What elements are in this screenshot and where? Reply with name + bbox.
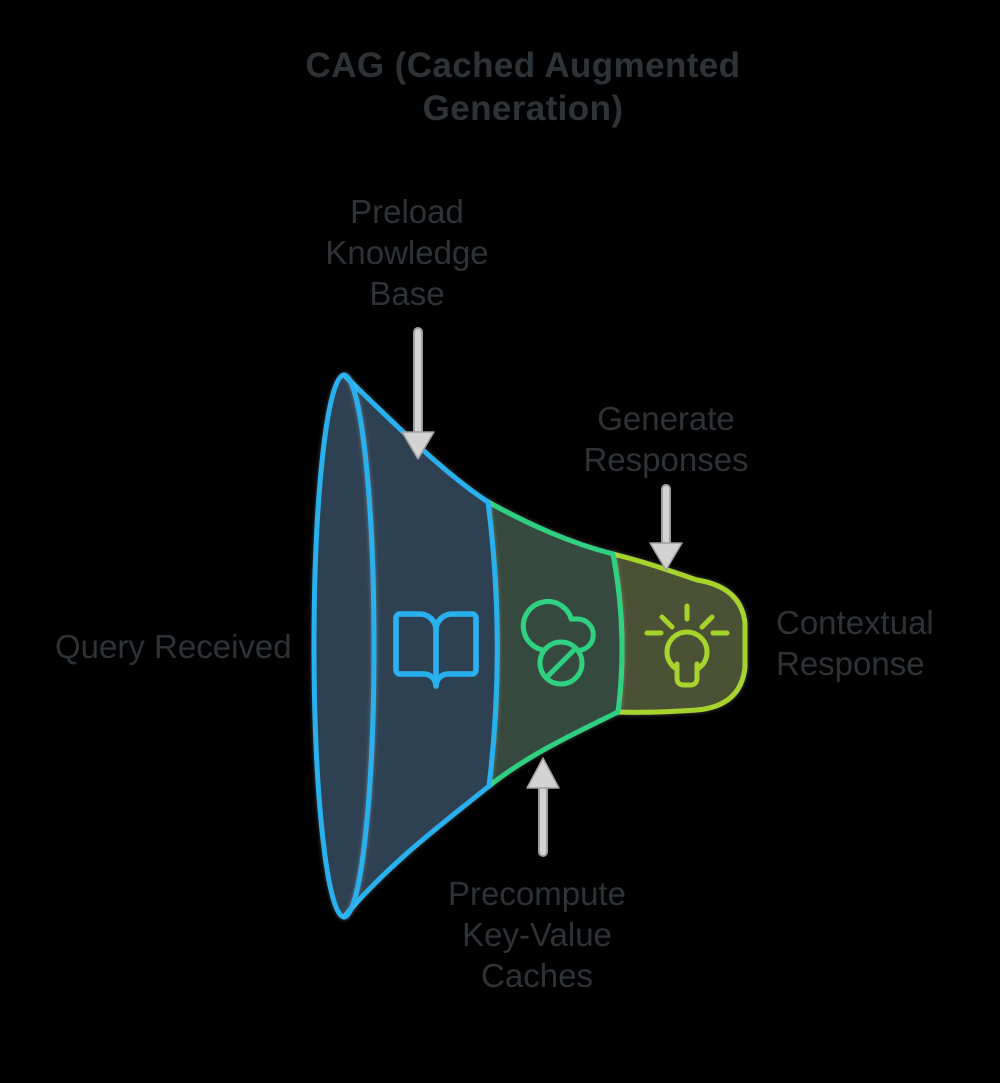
lightbulb-icon bbox=[644, 603, 730, 688]
precompute-arrow-up bbox=[526, 757, 560, 857]
stage-label-precompute: Precompute Key-Value Caches bbox=[448, 874, 626, 997]
funnel-stage-preload bbox=[311, 372, 500, 920]
stage-label-preload-line-3: Base bbox=[369, 274, 445, 312]
output-label-line-1: Contextual bbox=[776, 604, 934, 641]
stage-label-generate: Generate Responses bbox=[583, 399, 748, 481]
output-label-contextual-response: Contextual Response bbox=[776, 603, 934, 685]
generate-arrow-down bbox=[649, 484, 683, 571]
stage-label-precompute-line-1: Precompute bbox=[448, 875, 626, 912]
stage-label-generate-line-1: Generate bbox=[597, 400, 735, 437]
stage-label-precompute-line-2: Key-Value bbox=[462, 915, 612, 953]
input-label-query-received: Query Received bbox=[55, 628, 292, 665]
output-label-line-2: Response bbox=[776, 644, 925, 682]
page-title-line-2: Generation) bbox=[422, 89, 624, 129]
page-title-line-1: CAG (Cached Augmented bbox=[305, 46, 741, 85]
cloud-slash-icon bbox=[520, 598, 596, 687]
funnel-mouth-rim bbox=[343, 372, 377, 920]
preload-arrow-down bbox=[401, 327, 435, 460]
page-title: CAG (Cached Augmented Generation) bbox=[306, 44, 741, 131]
stage-label-generate-line-2: Responses bbox=[583, 440, 749, 478]
stage-label-precompute-line-3: Caches bbox=[481, 956, 593, 994]
open-book-icon bbox=[393, 611, 479, 689]
stage-label-preload-line-2: Knowledge bbox=[325, 233, 489, 271]
stage-label-preload-line-1: Preload bbox=[350, 193, 464, 230]
stage-label-preload: Preload Knowledge Base bbox=[325, 192, 488, 315]
